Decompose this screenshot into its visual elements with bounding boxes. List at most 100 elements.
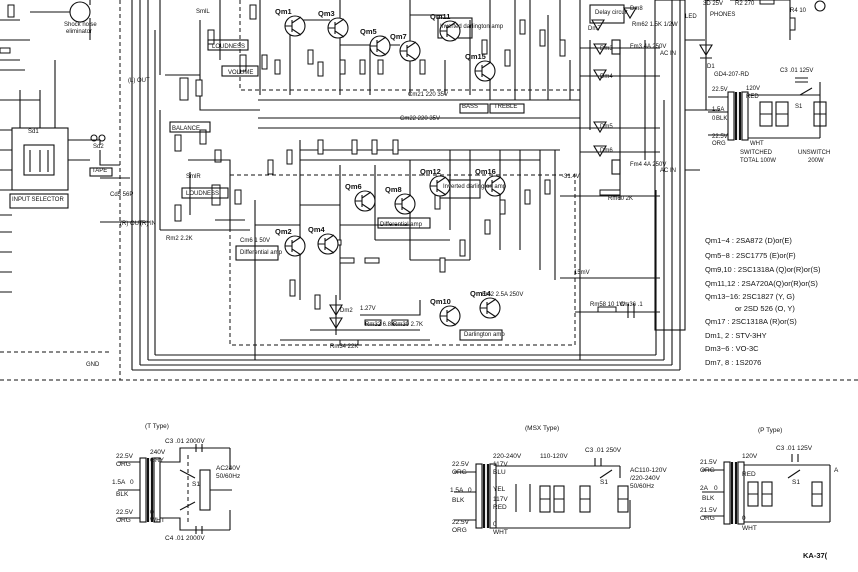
component-label: Dm6	[600, 148, 613, 154]
svg-text:GRY: GRY	[150, 457, 165, 464]
component-label: PHONES	[710, 12, 735, 18]
transistor-label: Qm12	[420, 167, 441, 176]
svg-text:S1: S1	[192, 481, 200, 488]
svg-text:C4 .01 2000V: C4 .01 2000V	[165, 535, 205, 542]
component-label: Inverted darlington amp	[440, 24, 504, 30]
svg-text:WHT: WHT	[150, 517, 165, 524]
component-label: GND	[86, 362, 100, 368]
svg-text:ORG: ORG	[452, 527, 467, 534]
svg-text:22.5V: 22.5V	[116, 453, 134, 460]
component-label: 1.5A	[712, 107, 724, 113]
component-label: AC IN	[660, 168, 676, 174]
svg-text:22.5V: 22.5V	[452, 519, 470, 526]
component-label: 15mV	[574, 270, 590, 276]
component-label: Darlington amp	[464, 332, 505, 338]
legend-entry: or 2SD 526 (O, Y)	[735, 304, 795, 313]
component-label: Sd2	[93, 144, 104, 150]
transistor-qm15: Qm15	[465, 52, 496, 82]
transistor-label: Qm6	[345, 182, 362, 191]
component-label: S1	[795, 104, 803, 110]
legend-entry: Qm13~16: 2SC1827 (Y, G)	[705, 292, 795, 301]
component-label: GD4-207-RD	[714, 72, 750, 78]
component-label: SmlL	[196, 9, 210, 15]
component-label: BALANCE	[172, 126, 200, 132]
svg-text:ORG: ORG	[700, 515, 715, 522]
component-label: 200W	[808, 158, 824, 164]
legend-entry: Dm7, 8 : 1S2076	[705, 358, 761, 367]
component-label: SWITCHED	[740, 150, 773, 156]
p-type-title: (P Type)	[758, 427, 782, 434]
component-label: Rm34 22K	[330, 344, 358, 350]
svg-text:0: 0	[468, 487, 472, 494]
legend-entry: Qm17 : 2SC1318A (R)or(S)	[705, 317, 797, 326]
svg-text:AC110-120V: AC110-120V	[630, 467, 667, 474]
component-label: Cm21 220 35V	[408, 92, 448, 98]
component-label: Dm5	[600, 124, 613, 130]
component-label: Dm7	[588, 26, 601, 32]
component-label: Delay circuit	[595, 10, 628, 16]
component-label: SmlR	[186, 174, 201, 180]
transistor-qm8: Qm8	[385, 185, 416, 215]
transistor-label: Qm14	[470, 289, 492, 298]
transistor-label: Qm15	[465, 52, 486, 61]
component-label: Fm2 2.5A 250V	[482, 292, 523, 298]
svg-text:/220-240V: /220-240V	[630, 475, 661, 482]
transistor-qm6: Qm6	[345, 182, 376, 212]
component-label: Cm36 .1	[620, 302, 643, 308]
legend-entry: Qm9,10 : 2SC1318A (Q)or(R)or(S)	[705, 265, 821, 274]
t-type-variant: (T Type) 22.5V ORG 1.5A 0 BLK 22.5V ORG …	[112, 423, 241, 542]
transistor-qm3: Qm3	[318, 9, 349, 39]
component-label: (L) OUT	[128, 78, 150, 84]
component-label: RED	[746, 94, 759, 100]
svg-text:21.5V: 21.5V	[700, 507, 718, 514]
svg-text:21.5V: 21.5V	[700, 459, 718, 466]
svg-text:0: 0	[493, 521, 497, 528]
transistor-label: Qm8	[385, 185, 402, 194]
svg-text:117V: 117V	[493, 496, 508, 503]
component-label: TAPE	[92, 168, 107, 174]
msx-type-variant: (MSX Type) 22.5V ORG 1.5A 0 BLK 22.5V OR…	[450, 425, 667, 536]
component-legend: Qm1~4 : 2SA872 (D)or(E)Qm5~8 : 2SC1775 (…	[705, 236, 821, 367]
transistor-qm16: Qm16	[475, 167, 506, 197]
component-label: 120V	[746, 86, 760, 92]
component-label: Dm8	[630, 6, 643, 12]
transistor-qm1: Qm1	[275, 7, 306, 37]
svg-text:C3 .01 2000V: C3 .01 2000V	[165, 438, 205, 445]
component-label: Differential amp	[380, 222, 423, 228]
transistor-qm12: Qm12	[420, 167, 451, 197]
schematic-labels: Shock noiseeliminatorSmlLSmlRSd1Sd2INPUT…	[12, 1, 830, 368]
svg-text:BLK: BLK	[702, 495, 715, 502]
component-label: eliminator	[66, 29, 92, 35]
svg-text:1.5A: 1.5A	[112, 479, 126, 486]
component-label: Fm3 4A 250V	[630, 44, 666, 50]
svg-text:WHT: WHT	[493, 529, 508, 536]
transistor-qm14: Qm14	[470, 289, 501, 319]
component-label: 22.5V	[712, 134, 728, 140]
svg-text:22.5V: 22.5V	[116, 509, 134, 516]
component-label: (R) IN	[140, 221, 156, 227]
component-label: Dm3	[600, 46, 613, 52]
component-label: Dm4	[600, 74, 613, 80]
legend-entry: Qm11,12 : 2SA720A(Q)or(R)or(S)	[705, 279, 818, 288]
component-label: Rm2 2.2K	[166, 236, 193, 242]
component-label: R4 10	[790, 8, 807, 14]
svg-text:ORG: ORG	[452, 469, 467, 476]
component-label: Inverted darlington amp	[443, 184, 507, 190]
component-label: LOUDNESS	[212, 44, 245, 50]
component-label: Fm4 4A 250V	[630, 162, 666, 168]
page-code: KA-37(	[803, 551, 828, 560]
t-type-title: (T Type)	[145, 423, 169, 430]
component-label: Sd1	[28, 129, 39, 135]
component-label: INPUT SELECTOR	[12, 197, 64, 203]
svg-text:0: 0	[714, 485, 718, 492]
svg-text:1.5A: 1.5A	[450, 487, 464, 494]
svg-text:A: A	[834, 467, 839, 474]
transistor-label: Qm7	[390, 32, 407, 41]
transistor-qm11: Qm11	[430, 12, 461, 42]
component-label: LOUDNESS	[186, 191, 219, 197]
component-label: Rm60 2K	[608, 196, 633, 202]
svg-text:S1: S1	[600, 479, 608, 486]
transistor-label: Qm10	[430, 297, 451, 306]
component-label: BLK	[716, 116, 727, 122]
